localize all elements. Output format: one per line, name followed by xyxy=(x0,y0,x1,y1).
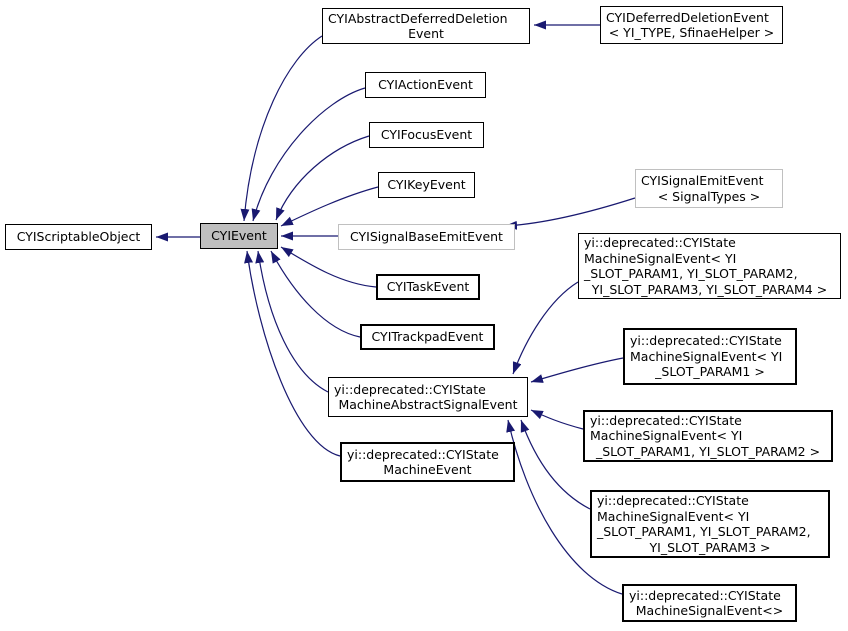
edge-abstractdeferred-to-event xyxy=(240,35,323,222)
node-statemachinesignalevent-1param[interactable]: yi::deprecated::CYIState MachineSignalEv… xyxy=(623,328,797,385)
node-label-line: _SLOT_PARAM1 > xyxy=(655,364,765,380)
node-statemachineevent[interactable]: yi::deprecated::CYIState MachineEvent xyxy=(340,442,515,482)
node-label-line: MachineSignalEvent<> xyxy=(635,603,784,618)
edge-key-to-event xyxy=(280,186,379,227)
node-cyitaskevent[interactable]: CYITaskEvent xyxy=(376,274,480,300)
node-label-line: CYITaskEvent xyxy=(386,279,470,295)
node-label-line: MachineSignalEvent< YI xyxy=(584,250,737,266)
node-label-line: MachineEvent xyxy=(383,462,472,477)
node-label-line: CYISignalBaseEmitEvent xyxy=(350,229,503,245)
node-label-line: MachineSignalEvent< YI xyxy=(630,348,783,364)
node-label-line: yi::deprecated::CYIState xyxy=(629,587,781,603)
node-label-line: Event xyxy=(408,26,444,41)
node-label-line: < SignalTypes > xyxy=(657,188,761,204)
node-label-line: CYIEvent xyxy=(211,228,267,244)
node-cyiscriptableobject[interactable]: CYIScriptableObject xyxy=(5,224,152,250)
node-label-line: CYIDeferredDeletionEvent xyxy=(606,9,769,25)
edge-sig1-to-abstractsignal xyxy=(530,357,624,383)
edge-signalemit-to-signalbase xyxy=(504,197,636,230)
edge-trackpad-to-event xyxy=(270,250,361,338)
node-statemachinesignalevent-0param[interactable]: yi::deprecated::CYIState MachineSignalEv… xyxy=(622,584,797,622)
node-label-line: CYIScriptableObject xyxy=(16,229,141,245)
node-statemachinesignalevent-2param[interactable]: yi::deprecated::CYIState MachineSignalEv… xyxy=(583,410,833,462)
node-label-line: MachineSignalEvent< YI xyxy=(597,508,750,524)
edge-sig3-to-abstractsignal xyxy=(520,419,591,510)
node-label-line: < YI_TYPE, SfinaeHelper > xyxy=(608,25,775,40)
node-cyideferreddeletionevent[interactable]: CYIDeferredDeletionEvent < YI_TYPE, Sfin… xyxy=(600,6,783,44)
edge-focus-to-event xyxy=(275,135,370,221)
node-label-line: CYIKeyEvent xyxy=(387,177,466,193)
node-statemachinesignalevent-3param[interactable]: yi::deprecated::CYIState MachineSignalEv… xyxy=(590,490,830,558)
node-label-line: CYIFocusEvent xyxy=(380,127,473,143)
node-cyitrackpadevent[interactable]: CYITrackpadEvent xyxy=(360,324,495,350)
node-statemachinesignalevent-4param[interactable]: yi::deprecated::CYIState MachineSignalEv… xyxy=(578,233,841,299)
edge-sig2-to-abstractsignal xyxy=(530,409,584,430)
node-cyisignalemitevent[interactable]: CYISignalEmitEvent < SignalTypes > xyxy=(635,169,783,208)
node-label-line: YI_SLOT_PARAM3 > xyxy=(649,539,771,555)
node-label-line: _SLOT_PARAM1, YI_SLOT_PARAM2, xyxy=(597,524,811,539)
node-cyievent[interactable]: CYIEvent xyxy=(200,223,278,249)
node-label-line: _SLOT_PARAM1, YI_SLOT_PARAM2, xyxy=(584,266,798,281)
node-label-line: MachineSignalEvent< YI xyxy=(590,428,743,444)
edge-action-to-event xyxy=(251,87,366,222)
node-cyifocusevent[interactable]: CYIFocusEvent xyxy=(369,122,484,148)
node-label-line: _SLOT_PARAM1, YI_SLOT_PARAM2 > xyxy=(595,443,821,459)
edge-abstractsignal-to-event xyxy=(255,250,329,393)
node-cyiabstractdeferreddeletionevent[interactable]: CYIAbstractDeferredDeletion Event xyxy=(322,8,530,44)
node-label-line: CYIAbstractDeferredDeletion xyxy=(328,10,508,26)
node-cyikeyevent[interactable]: CYIKeyEvent xyxy=(378,172,475,198)
edge-task-to-event xyxy=(280,246,377,288)
node-label-line: MachineAbstractSignalEvent xyxy=(338,397,518,412)
node-label-line: yi::deprecated::CYIState xyxy=(334,381,486,397)
node-cyiactionevent[interactable]: CYIActionEvent xyxy=(365,72,486,98)
edge-sig4-to-abstractsignal xyxy=(512,281,579,375)
node-label-line: CYITrackpadEvent xyxy=(371,329,484,345)
node-label-line: yi::deprecated::CYIState xyxy=(590,412,742,428)
node-label-line: CYISignalEmitEvent xyxy=(641,173,764,188)
node-statemachineabstractsignalevent[interactable]: yi::deprecated::CYIState MachineAbstract… xyxy=(328,377,528,417)
edge-machineevent-to-event xyxy=(244,250,341,457)
node-label-line: yi::deprecated::CYIState xyxy=(597,493,749,508)
edge-sig0-to-abstractsignal xyxy=(506,419,623,595)
node-label-line: yi::deprecated::CYIState xyxy=(347,446,499,462)
node-label-line: CYIActionEvent xyxy=(378,77,473,93)
node-cyisignalbaseemitevent[interactable]: CYISignalBaseEmitEvent xyxy=(338,224,515,250)
node-label-line: yi::deprecated::CYIState xyxy=(584,235,736,250)
node-label-line: yi::deprecated::CYIState xyxy=(630,333,782,349)
node-label-line: YI_SLOT_PARAM3, YI_SLOT_PARAM4 > xyxy=(591,281,828,297)
